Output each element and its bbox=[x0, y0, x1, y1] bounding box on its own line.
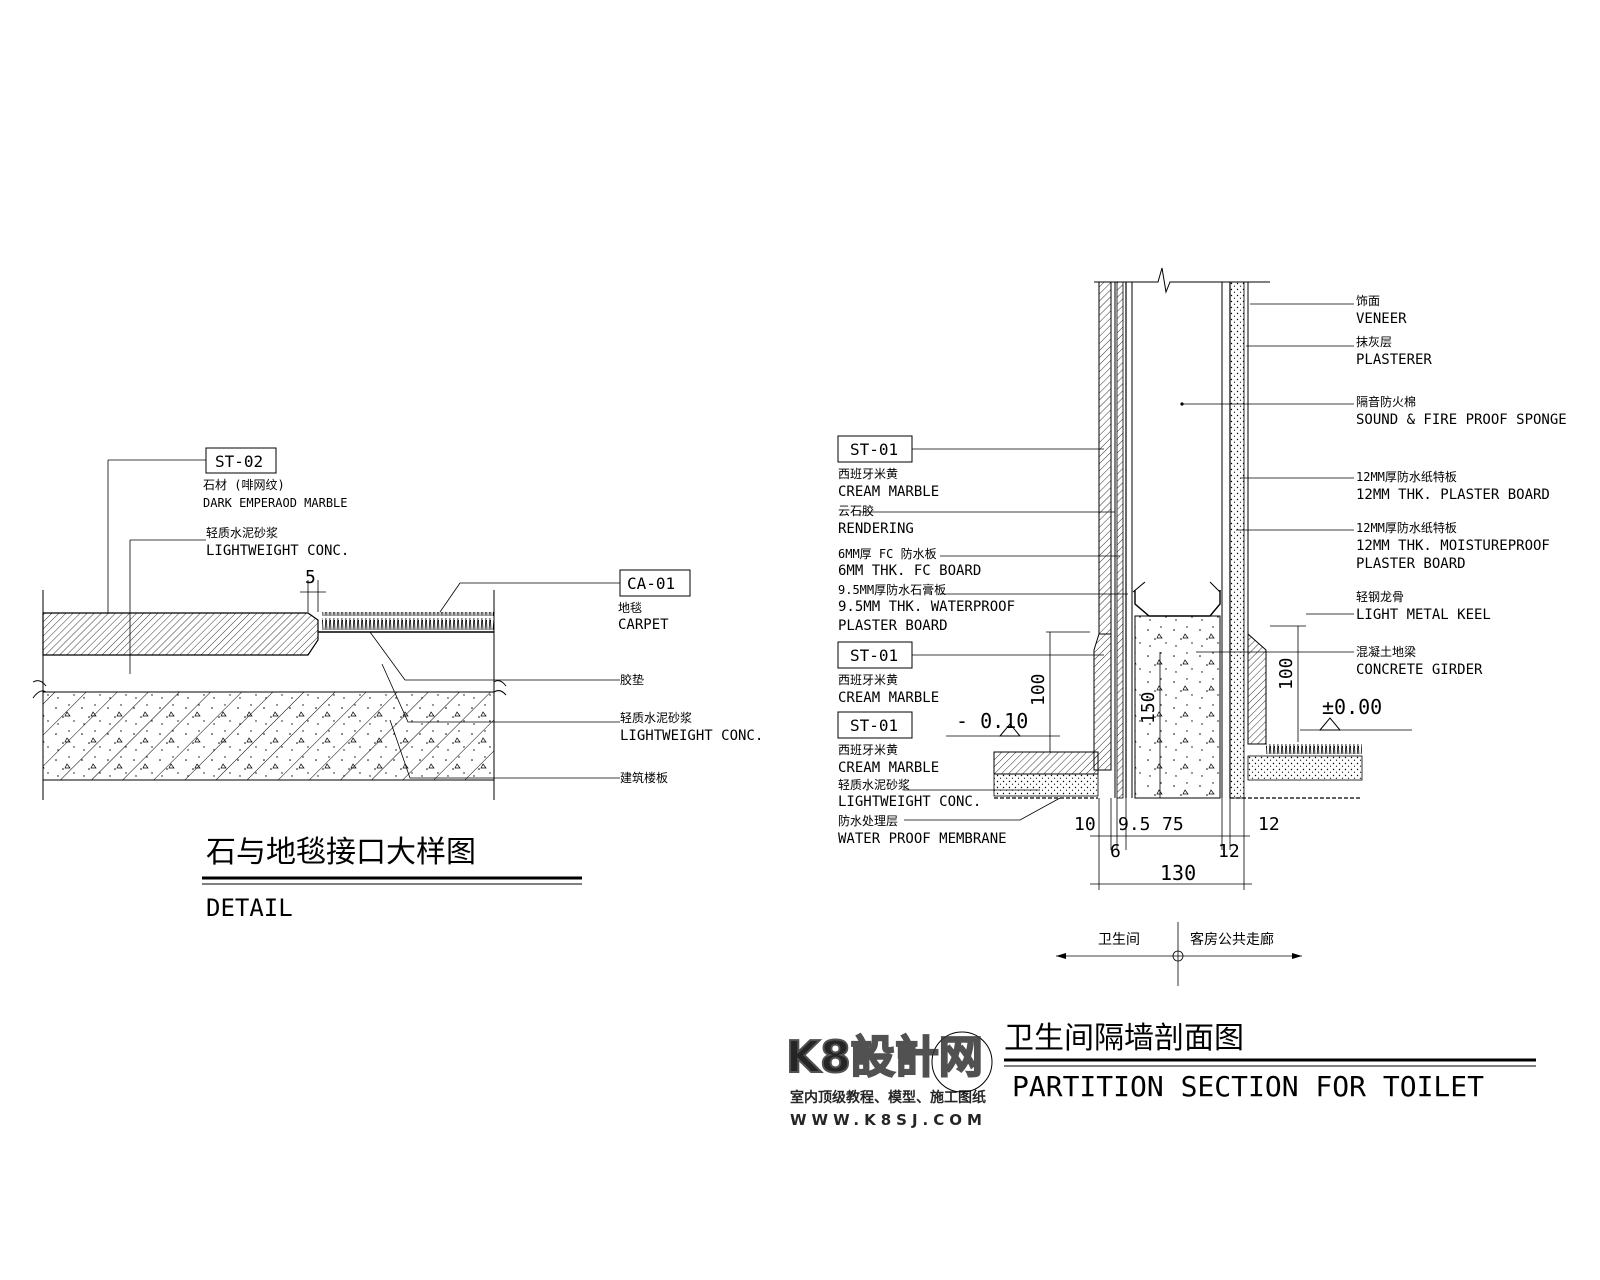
moist-en2: PLASTER BOARD bbox=[1356, 556, 1466, 572]
lwc-en: LIGHTWEIGHT CONC. bbox=[838, 794, 981, 810]
girder-en: CONCRETE GIRDER bbox=[1356, 662, 1483, 678]
lwc-cn: 轻质水泥砂浆 bbox=[838, 777, 910, 792]
tag-st01-c bbox=[837, 711, 913, 739]
tag-st02-label: ST-02 bbox=[215, 452, 263, 471]
carpet-cn-label: 地毯 bbox=[618, 601, 642, 615]
board12-en: 12MM THK. PLASTER BOARD bbox=[1356, 487, 1550, 503]
level-left: - 0.10 bbox=[956, 709, 1028, 733]
marble-skirting-left bbox=[1093, 633, 1112, 771]
fc-en: 6MM THK. FC BOARD bbox=[838, 563, 981, 579]
cream-marble-upper bbox=[1098, 281, 1112, 635]
keel-cn: 轻钢龙骨 bbox=[1356, 590, 1404, 604]
dim-100-right: 100 bbox=[1276, 657, 1297, 690]
keel-en: LIGHT METAL KEEL bbox=[1356, 607, 1491, 623]
sponge-en: SOUND & FIRE PROOF SPONGE bbox=[1356, 412, 1567, 428]
dim-12a: 12 bbox=[1258, 814, 1280, 835]
conc2-cn-label: 轻质水泥砂浆 bbox=[620, 710, 692, 725]
cream1-en: CREAM MARBLE bbox=[838, 484, 939, 500]
detail-title-cn: 石与地毯接口大样图 bbox=[206, 835, 476, 870]
dim-100-left: 100 bbox=[1028, 673, 1049, 706]
conc-cn-label: 轻质水泥砂浆 bbox=[206, 525, 278, 540]
fc-board bbox=[1116, 281, 1124, 799]
stone-cn-label: 石材 (啡网纹) bbox=[203, 478, 285, 492]
cream2-en: CREAM MARBLE bbox=[838, 690, 939, 706]
wpm-en: WATER PROOF MEMBRANE bbox=[838, 831, 1007, 847]
cream1-cn: 西班牙米黄 bbox=[838, 467, 898, 481]
dim-6: 6 bbox=[1110, 841, 1121, 862]
dim-150: 150 bbox=[1138, 691, 1159, 724]
dim-gap: 5 bbox=[305, 567, 316, 588]
watermark-url: WWW.K8SJ.COM bbox=[790, 1111, 987, 1129]
section-title-en: PARTITION SECTION FOR TOILET bbox=[1012, 1070, 1484, 1103]
stone-carpet-detail: 5 ST-02 石材 (啡网纹) DARK EMPERAOD MARBLE 轻质… bbox=[32, 447, 763, 922]
conc2-en-label: LIGHTWEIGHT CONC. bbox=[620, 728, 763, 744]
dim-130: 130 bbox=[1160, 861, 1196, 885]
plaster-en: PLASTERER bbox=[1356, 352, 1432, 368]
floor-carpet-right bbox=[1266, 742, 1362, 754]
concrete-girder bbox=[1134, 615, 1221, 799]
slab-label: 建筑楼板 bbox=[620, 770, 668, 785]
moist-en1: 12MM THK. MOISTUREPROOF bbox=[1356, 538, 1550, 554]
marble-slab bbox=[42, 612, 319, 656]
tag-st01-b-label: ST-01 bbox=[850, 646, 898, 665]
watermark: K8設計网 室内顶级教程、模型、施工图纸 WWW.K8SJ.COM bbox=[785, 1031, 987, 1129]
wp-cn: 9.5MM厚防水石膏板 bbox=[838, 582, 946, 597]
stone-en-label: DARK EMPERAOD MARBLE bbox=[203, 496, 348, 510]
render-en: RENDERING bbox=[838, 521, 914, 537]
tag-st01-a-label: ST-01 bbox=[850, 440, 898, 459]
dim-10: 10 bbox=[1074, 814, 1096, 835]
partition-section: - 0.10 100 150 ±0.00 100 饰面 VENEER 抹灰层 P… bbox=[837, 267, 1567, 1103]
cream3-cn: 西班牙米黄 bbox=[838, 743, 898, 757]
wpm-cn: 防水处理层 bbox=[838, 813, 898, 828]
tag-st02 bbox=[205, 447, 277, 474]
girder-cn: 混凝土地梁 bbox=[1356, 644, 1416, 659]
conc-en-label: LIGHTWEIGHT CONC. bbox=[206, 543, 349, 559]
tag-st01-c-label: ST-01 bbox=[850, 716, 898, 735]
carpet-en-label: CARPET bbox=[618, 617, 669, 633]
render-cn: 云石胶 bbox=[838, 503, 874, 518]
underlay-label: 胶垫 bbox=[620, 672, 644, 687]
section-marker-circle bbox=[931, 1031, 993, 1093]
board12-cn: 12MM厚防水纸特板 bbox=[1356, 469, 1457, 484]
wp-en1: 9.5MM THK. WATERPROOF bbox=[838, 599, 1015, 615]
section-title-cn: 卫生间隔墙剖面图 bbox=[1004, 1021, 1244, 1056]
watermark-tagline: 室内顶级教程、模型、施工图纸 bbox=[790, 1089, 986, 1106]
dim-9-5: 9.5 bbox=[1118, 814, 1151, 835]
sponge-cn: 隔音防火棉 bbox=[1356, 394, 1416, 409]
plaster-cn: 抹灰层 bbox=[1356, 335, 1392, 349]
cream2-cn: 西班牙米黄 bbox=[838, 673, 898, 687]
moist-cn: 12MM厚防水纸特板 bbox=[1356, 520, 1457, 535]
detail-title-en: DETAIL bbox=[206, 894, 293, 922]
cream3-en: CREAM MARBLE bbox=[838, 760, 939, 776]
level-right: ±0.00 bbox=[1322, 695, 1382, 719]
tag-ca01-label: CA-01 bbox=[627, 574, 675, 593]
room-right-label: 客房公共走廊 bbox=[1190, 931, 1274, 948]
moistureproof-board bbox=[1229, 281, 1245, 799]
tag-st01-b bbox=[837, 641, 913, 669]
marble-skirting-right bbox=[1247, 632, 1267, 745]
metal-keel bbox=[1134, 590, 1221, 617]
carpet-layer bbox=[322, 612, 494, 630]
dim-12b: 12 bbox=[1218, 841, 1240, 862]
watermark-logo: K8設計网 bbox=[786, 1032, 983, 1083]
dim-75: 75 bbox=[1162, 814, 1184, 835]
floor-lwc-right bbox=[1247, 755, 1363, 781]
veneer-en: VENEER bbox=[1356, 311, 1407, 327]
veneer-cn: 饰面 bbox=[1356, 294, 1380, 308]
tag-ca01 bbox=[619, 569, 691, 597]
floor-lwc-left bbox=[993, 773, 1099, 797]
fc-cn: 6MM厚 FC 防水板 bbox=[838, 546, 937, 561]
floor-marble-left bbox=[993, 751, 1099, 775]
room-left-label: 卫生间 bbox=[1098, 932, 1140, 948]
wp-en2: PLASTER BOARD bbox=[838, 618, 948, 634]
